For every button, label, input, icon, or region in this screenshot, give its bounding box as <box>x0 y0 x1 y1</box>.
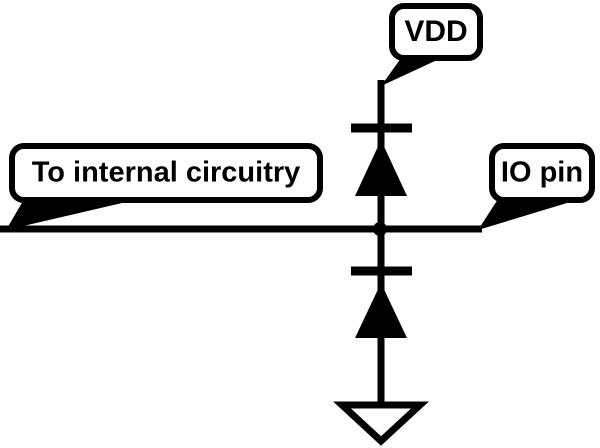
upper-esd-diode <box>351 123 412 196</box>
callout-tail-io-pin <box>478 196 590 230</box>
callout-label-internal-circuitry: To internal circuitry <box>32 157 301 189</box>
callout-tail-internal-circuitry <box>6 196 152 230</box>
callout-tail-vdd <box>381 54 450 86</box>
callout-internal-circuitry[interactable]: To internal circuitry <box>6 143 323 230</box>
callout-label-io-pin: IO pin <box>501 157 583 189</box>
callout-vdd[interactable]: VDD <box>381 3 483 86</box>
ground-symbol-icon <box>333 401 429 446</box>
diode-triangle-up-icon <box>355 283 407 338</box>
callout-box-io-pin <box>489 143 595 203</box>
callout-box-vdd <box>389 3 483 61</box>
lower-esd-diode <box>351 266 412 338</box>
io-junction-node <box>373 222 387 236</box>
callout-box-internal-circuitry <box>9 143 323 203</box>
callout-label-vdd: VDD <box>404 15 467 48</box>
callout-io-pin[interactable]: IO pin <box>478 143 595 230</box>
diode-triangle-up-icon <box>355 140 407 196</box>
